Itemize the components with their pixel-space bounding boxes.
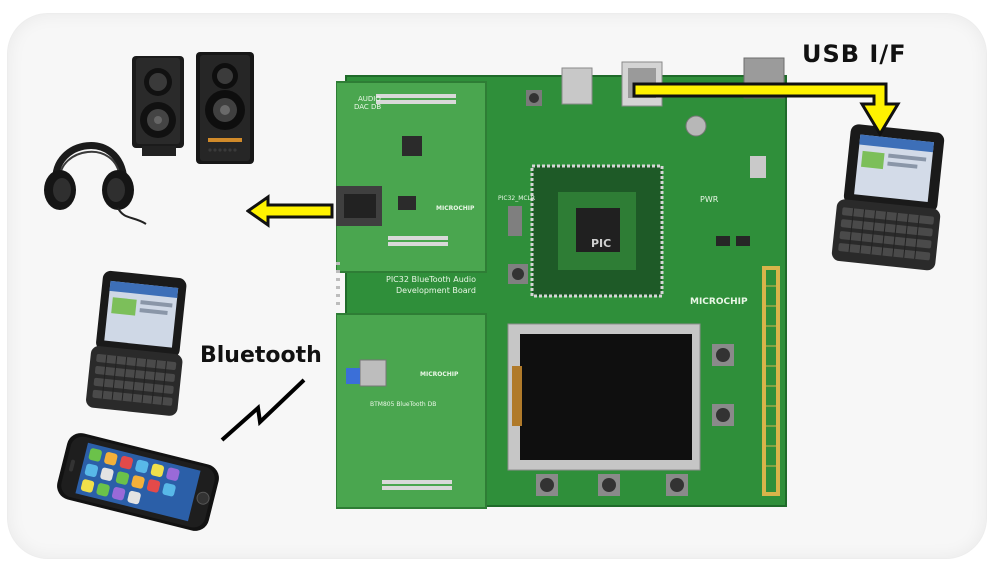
wireless-bolt-icon xyxy=(220,378,306,442)
audio-db-label-line1: AUDIO xyxy=(358,95,381,103)
audio-db-brand: MICROCHIP xyxy=(436,205,475,212)
main-board-brand: MICROCHIP xyxy=(690,297,748,307)
mclr-label: PIC32_MCLR xyxy=(498,195,536,202)
mcu-mark: PIC xyxy=(591,237,612,250)
speakers-icon xyxy=(132,52,254,164)
smartphone-icon xyxy=(57,433,219,531)
bt-db-brand: MICROCHIP xyxy=(420,371,459,378)
pwr-label: PWR xyxy=(700,195,719,204)
audio-db-label-line2: DAC DB xyxy=(354,103,382,111)
board-name-line2: Development Board xyxy=(396,286,476,295)
usb-interface-label: USB I/F xyxy=(802,40,907,68)
board-name-line1: PIC32 BlueTooth Audio xyxy=(386,275,476,284)
pic32-development-board xyxy=(336,57,787,509)
headphones-icon xyxy=(44,142,147,225)
bt-db-label: BTM805 BlueTooth DB xyxy=(370,401,437,408)
slider-phone-right-icon xyxy=(831,124,945,271)
bluetooth-label: Bluetooth xyxy=(200,343,322,368)
audio-out-arrow xyxy=(246,194,334,228)
usb-connection-arrow xyxy=(632,82,901,137)
slider-phone-left-icon xyxy=(86,270,187,416)
